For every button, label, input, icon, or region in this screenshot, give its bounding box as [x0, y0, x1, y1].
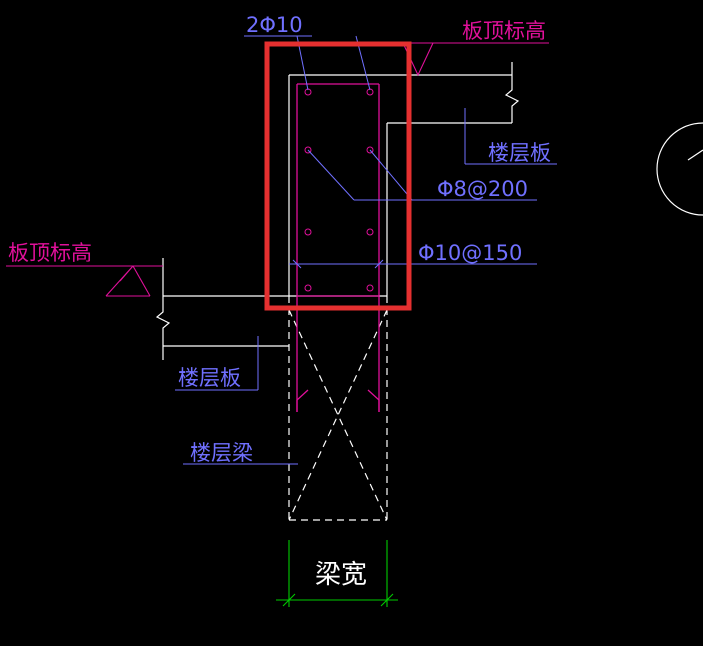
left-slab-leader — [175, 336, 259, 391]
beam-width-label: 梁宽 — [315, 560, 367, 590]
rebar-dots — [304, 88, 374, 292]
floor-beam-label: 楼层梁 — [190, 441, 253, 465]
right-slab-elevation-label: 板顶标高 — [462, 19, 546, 43]
left-slab-elevation-label: 板顶标高 — [8, 241, 92, 265]
right-floor-slab — [289, 62, 520, 124]
distribution-bar-leader — [289, 259, 537, 269]
lower-beam-dashed — [288, 296, 388, 521]
top-rebar-label: 2Φ10 — [246, 13, 303, 37]
left-floor-slab-label: 楼层板 — [178, 366, 241, 390]
stirrup-spec-label: Φ8@200 — [437, 177, 528, 201]
right-slab-leader — [464, 108, 557, 165]
stirrup-rebar — [296, 83, 380, 412]
stirrup-spec-leader — [307, 149, 537, 201]
distribution-bar-label: Φ10@150 — [418, 241, 522, 265]
beam-width-dimension — [276, 540, 398, 607]
highlight-box — [264, 41, 412, 311]
section-symbol-partial — [656, 122, 703, 216]
right-slab-elevation-marker — [402, 42, 549, 77]
beam-outline — [288, 75, 388, 297]
left-slab-elevation-marker — [6, 265, 163, 297]
right-floor-slab-label: 楼层板 — [488, 141, 551, 165]
